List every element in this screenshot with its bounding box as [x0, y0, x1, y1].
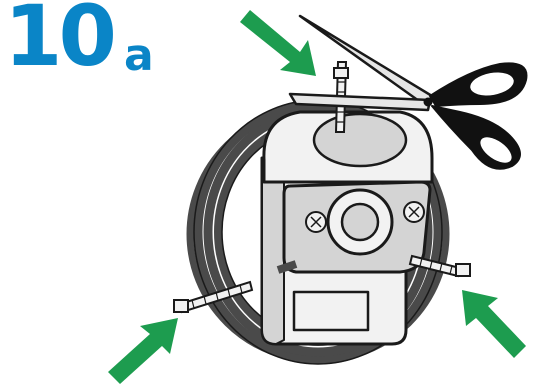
screw-right — [404, 202, 424, 222]
arrow-icon-bottom-left — [108, 318, 178, 384]
screw-left — [306, 212, 326, 232]
arrow-icon-bottom-right — [462, 290, 526, 358]
device-housing — [262, 112, 432, 344]
